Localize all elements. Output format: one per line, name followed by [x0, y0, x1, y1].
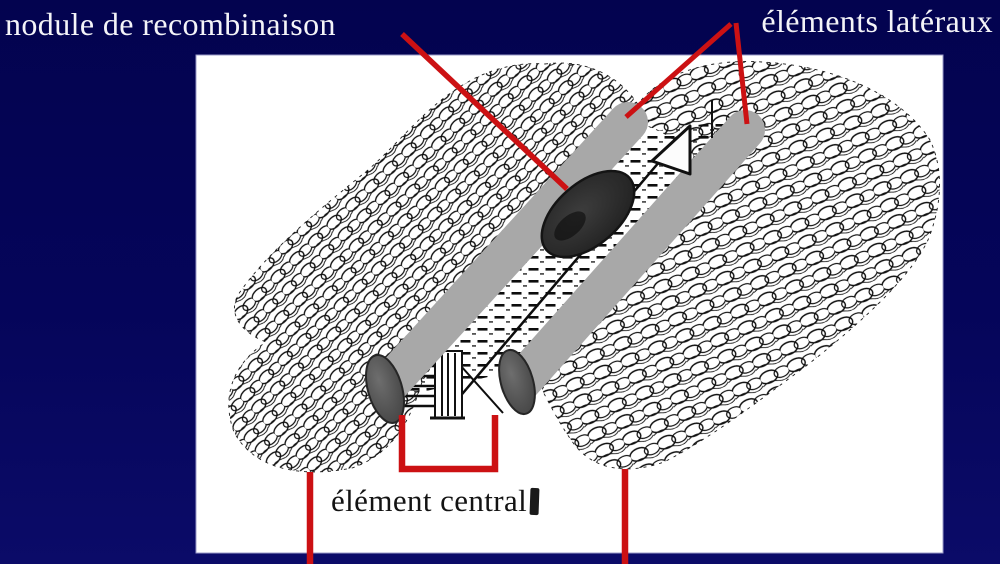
- central-line: [451, 127, 689, 407]
- central-element-bracket: [398, 415, 499, 473]
- striped-ribbon-box: [430, 350, 465, 420]
- label-recombination-nodule: nodule de recombinaison: [5, 6, 336, 42]
- annotations: [306, 22, 750, 564]
- annotation-line-nodule: [400, 31, 569, 192]
- ribbon-flag: [650, 100, 713, 176]
- recombination-nodule: [540, 169, 636, 259]
- lateral-element-bar-left: [368, 102, 648, 405]
- label-central-element-text: élément central: [331, 483, 528, 518]
- label-lateral-elements: éléments latéraux: [761, 3, 993, 39]
- lateral-element-bar-right: [500, 110, 765, 403]
- print-artifact-mark: [529, 487, 540, 516]
- annotation-line-lateral-right: [733, 22, 750, 125]
- attachment-oval-right: [498, 348, 536, 416]
- chromatin-mass-right: [541, 61, 940, 470]
- label-central-element: élément central: [331, 483, 540, 519]
- attachment-oval-left: [365, 354, 405, 424]
- annotation-line-lateral-left: [624, 22, 733, 119]
